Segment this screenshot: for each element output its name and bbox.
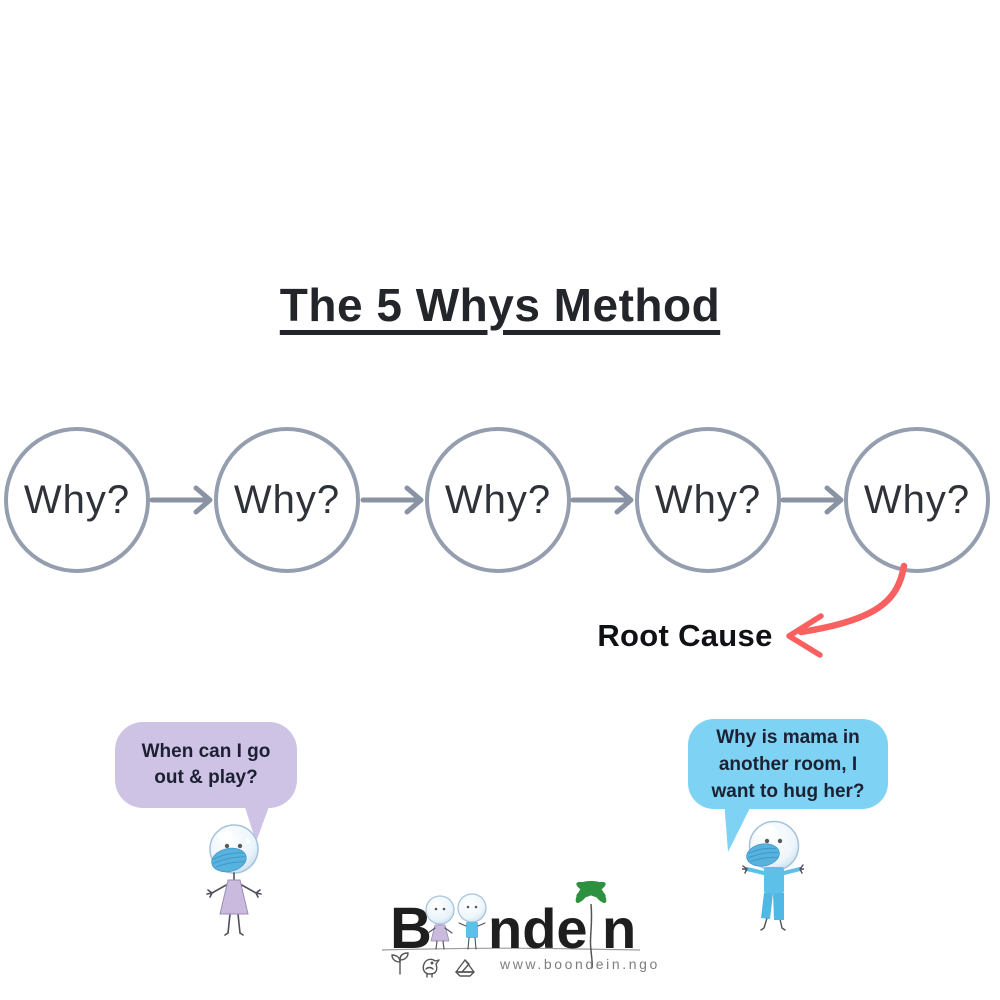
- why-circle-4: Why?: [635, 427, 781, 573]
- girl-bubble-head-mask-illustration: [206, 824, 262, 936]
- bird-icon: [422, 958, 440, 978]
- logo-letter-b: B: [390, 896, 432, 961]
- website-url: www.boondein.ngo: [500, 956, 660, 972]
- why-circle-3-label: Why?: [444, 477, 552, 522]
- sprout-icon: [391, 952, 409, 975]
- why-circle-2: Why?: [214, 427, 360, 573]
- face-mask-icon: [211, 847, 247, 873]
- boy-bubble-head-mask-illustration: [742, 820, 804, 931]
- right-bubble-line-3: want to hug her?: [711, 781, 865, 802]
- page-title: The 5 Whys Method: [279, 279, 721, 331]
- why-circle-5: Why?: [844, 427, 990, 573]
- root-cause-label: Root Cause: [597, 618, 773, 653]
- logo-girl-o-icon: [425, 895, 455, 950]
- why-circle-3: Why?: [425, 427, 571, 573]
- why-circle-5-label: Why?: [863, 477, 971, 522]
- left-bubble-line-2: out & play?: [154, 767, 258, 788]
- why-circle-1-label: Why?: [23, 477, 131, 522]
- right-bubble-line-1: Why is mama in: [716, 727, 860, 748]
- logo-letters-nde: nde: [488, 897, 588, 960]
- face-mask-icon: [746, 843, 780, 867]
- why-circle-2-label: Why?: [233, 477, 341, 522]
- left-speech-bubble: When can I go out & play?: [115, 722, 297, 808]
- footer-icons: [391, 952, 475, 978]
- paper-boat-icon: [455, 959, 475, 977]
- palm-tree-icon: [575, 881, 607, 969]
- right-speech-bubble: Why is mama in another room, I want to h…: [688, 719, 888, 809]
- why-circle-4-label: Why?: [654, 477, 762, 522]
- logo-boy-o-icon: [457, 893, 487, 950]
- left-bubble-line-1: When can I go: [141, 741, 271, 762]
- logo-letter-n: n: [602, 897, 636, 960]
- logo-baseline: [381, 947, 641, 951]
- right-bubble-line-2: another room, I: [718, 754, 858, 775]
- why-circle-1: Why?: [4, 427, 150, 573]
